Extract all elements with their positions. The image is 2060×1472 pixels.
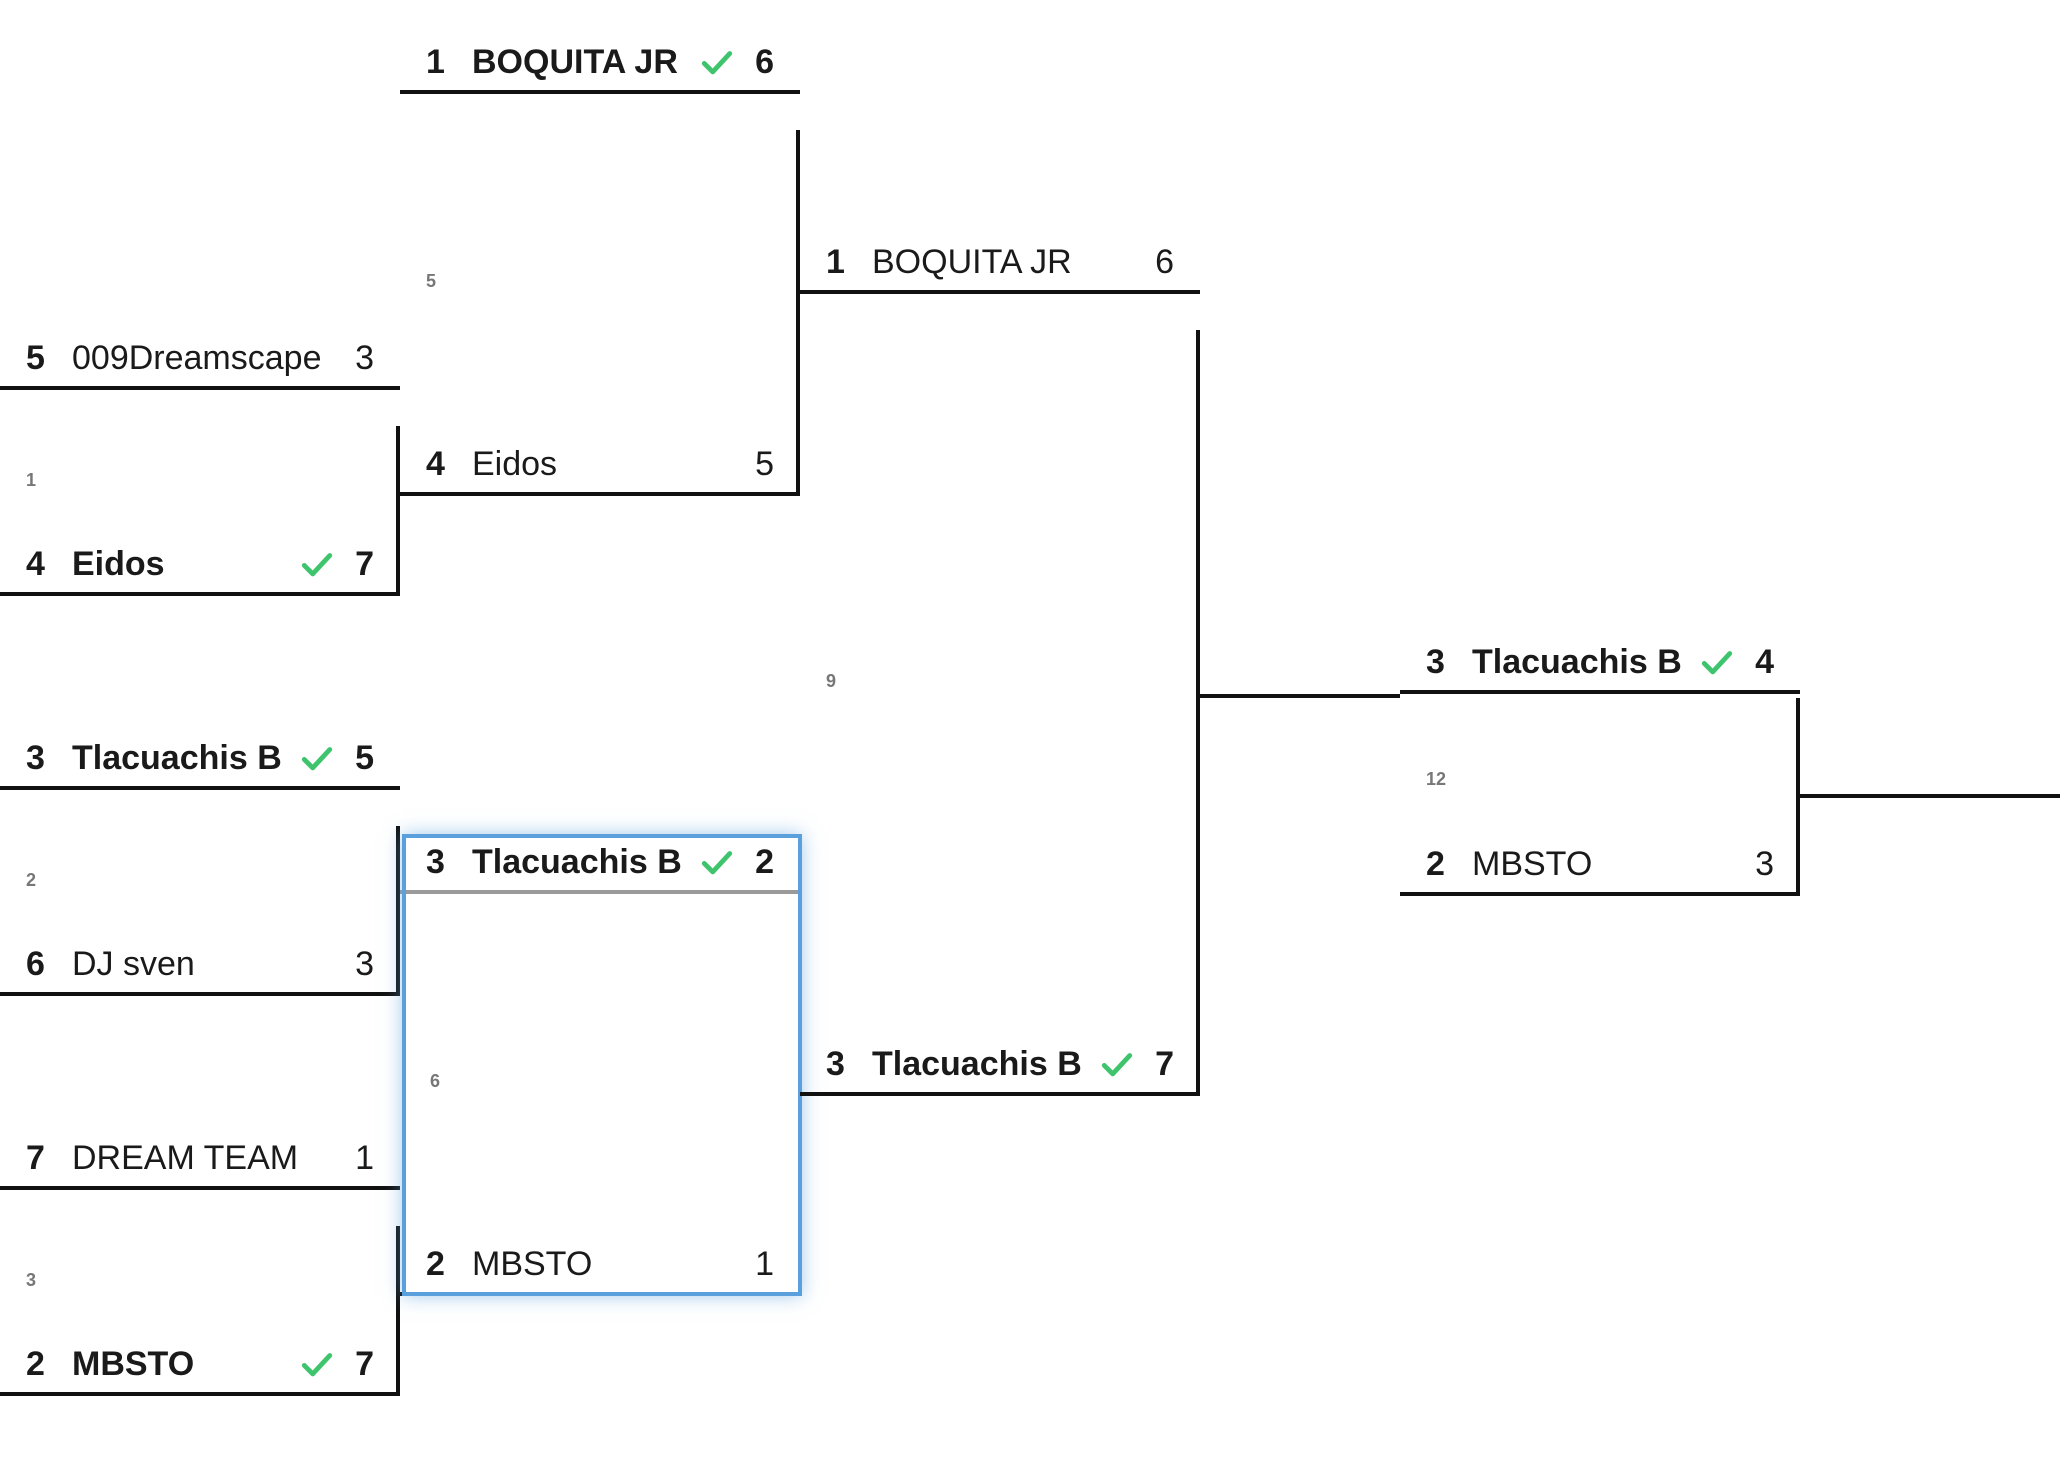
match-2-top-slot[interactable]: 3 Tlacuachis B 5 xyxy=(0,730,400,790)
match-number: 12 xyxy=(1426,769,1447,789)
score: 4 xyxy=(1755,642,1774,681)
seed: 3 xyxy=(1426,642,1445,681)
match-3-top-slot[interactable]: 7 DREAM TEAM 1 xyxy=(0,1130,400,1190)
seed: 7 xyxy=(26,1138,45,1177)
check-icon xyxy=(688,845,734,879)
team-name: DJ sven xyxy=(72,944,195,983)
check-icon xyxy=(688,45,734,79)
score: 7 xyxy=(355,544,374,583)
bracket-connector xyxy=(1800,794,2060,798)
score: 1 xyxy=(355,1138,374,1177)
bracket-line xyxy=(396,426,400,596)
team-name: Eidos xyxy=(72,544,165,583)
seed: 4 xyxy=(426,444,445,483)
match-9[interactable]: 1 BOQUITA JR 6 9 3 Tlacuachis B 7 xyxy=(800,234,1200,1096)
team-name: 009Dreamscape xyxy=(72,338,322,377)
seed: 1 xyxy=(426,42,445,81)
seed: 1 xyxy=(826,242,845,281)
bracket-line xyxy=(1196,330,1200,1096)
seed: 2 xyxy=(26,1344,45,1383)
match-6-bottom-slot[interactable]: 2 MBSTO 1 xyxy=(400,1236,800,1296)
bracket-line xyxy=(396,826,400,996)
score: 3 xyxy=(355,338,374,377)
score: 1 xyxy=(755,1244,774,1283)
check-icon xyxy=(1688,645,1734,679)
score: 6 xyxy=(755,42,774,81)
team-name: Eidos xyxy=(472,444,558,483)
match-5-top-slot[interactable]: 1 BOQUITA JR 6 xyxy=(400,34,800,94)
bracket-connector xyxy=(1200,694,1400,698)
score: 5 xyxy=(755,444,774,483)
check-icon xyxy=(288,547,334,581)
seed: 3 xyxy=(426,842,445,881)
match-9-bottom-slot[interactable]: 3 Tlacuachis B 7 xyxy=(800,1036,1200,1096)
seed: 2 xyxy=(426,1244,445,1283)
match-number: 5 xyxy=(426,271,437,291)
match-1-top-slot[interactable]: 5 009Dreamscape 3 xyxy=(0,330,400,390)
match-12[interactable]: 3 Tlacuachis B 4 12 2 MBSTO 3 xyxy=(1400,634,1800,896)
match-1[interactable]: 5 009Dreamscape 3 1 4 Eidos 7 xyxy=(0,330,400,596)
seed: 3 xyxy=(826,1044,845,1083)
match-6[interactable]: 3 Tlacuachis B 2 6 2 MBSTO 1 xyxy=(400,834,800,1296)
check-icon xyxy=(288,741,334,775)
seed: 5 xyxy=(26,338,45,377)
seed: 3 xyxy=(26,738,45,777)
bracket-line xyxy=(1796,698,1800,896)
match-3-bottom-slot[interactable]: 2 MBSTO 7 xyxy=(0,1336,400,1396)
team-name: Tlacuachis B xyxy=(1472,642,1682,681)
score: 2 xyxy=(755,842,774,881)
team-name: MBSTO xyxy=(472,1244,593,1283)
score: 7 xyxy=(355,1344,374,1383)
match-number: 1 xyxy=(26,470,37,490)
team-name: DREAM TEAM xyxy=(72,1138,299,1177)
bracket-line xyxy=(396,1226,400,1396)
match-number: 2 xyxy=(26,870,37,890)
match-number: 3 xyxy=(26,1270,37,1290)
match-3[interactable]: 7 DREAM TEAM 1 3 2 MBSTO 7 xyxy=(0,1130,400,1396)
check-icon xyxy=(1088,1047,1134,1081)
score: 5 xyxy=(355,738,374,777)
bracket-line xyxy=(796,130,800,496)
team-name: BOQUITA JR xyxy=(472,42,678,81)
team-name: Tlacuachis B xyxy=(72,738,282,777)
team-name: MBSTO xyxy=(72,1344,195,1383)
check-icon xyxy=(288,1347,334,1381)
seed: 2 xyxy=(1426,844,1445,883)
team-name: Tlacuachis B xyxy=(472,842,682,881)
match-12-bottom-slot[interactable]: 2 MBSTO 3 xyxy=(1400,836,1800,896)
match-5[interactable]: 1 BOQUITA JR 6 5 4 Eidos 5 xyxy=(400,34,800,496)
score: 6 xyxy=(1155,242,1174,281)
match-2-bottom-slot[interactable]: 6 DJ sven 3 xyxy=(0,936,400,996)
match-5-bottom-slot[interactable]: 4 Eidos 5 xyxy=(400,436,800,496)
match-1-bottom-slot[interactable]: 4 Eidos 7 xyxy=(0,536,400,596)
match-12-top-slot[interactable]: 3 Tlacuachis B 4 xyxy=(1400,634,1800,694)
match-2[interactable]: 3 Tlacuachis B 5 2 6 DJ sven 3 xyxy=(0,730,400,996)
match-number: 9 xyxy=(826,671,837,691)
match-6-top-slot[interactable]: 3 Tlacuachis B 2 xyxy=(400,834,800,894)
match-number: 6 xyxy=(430,1071,441,1091)
seed: 6 xyxy=(26,944,45,983)
score: 3 xyxy=(355,944,374,983)
team-name: Tlacuachis B xyxy=(872,1044,1082,1083)
seed: 4 xyxy=(26,544,45,583)
match-9-top-slot[interactable]: 1 BOQUITA JR 6 xyxy=(800,234,1200,294)
team-name: BOQUITA JR xyxy=(872,242,1072,281)
team-name: MBSTO xyxy=(1472,844,1593,883)
score: 7 xyxy=(1155,1044,1174,1083)
score: 3 xyxy=(1755,844,1774,883)
